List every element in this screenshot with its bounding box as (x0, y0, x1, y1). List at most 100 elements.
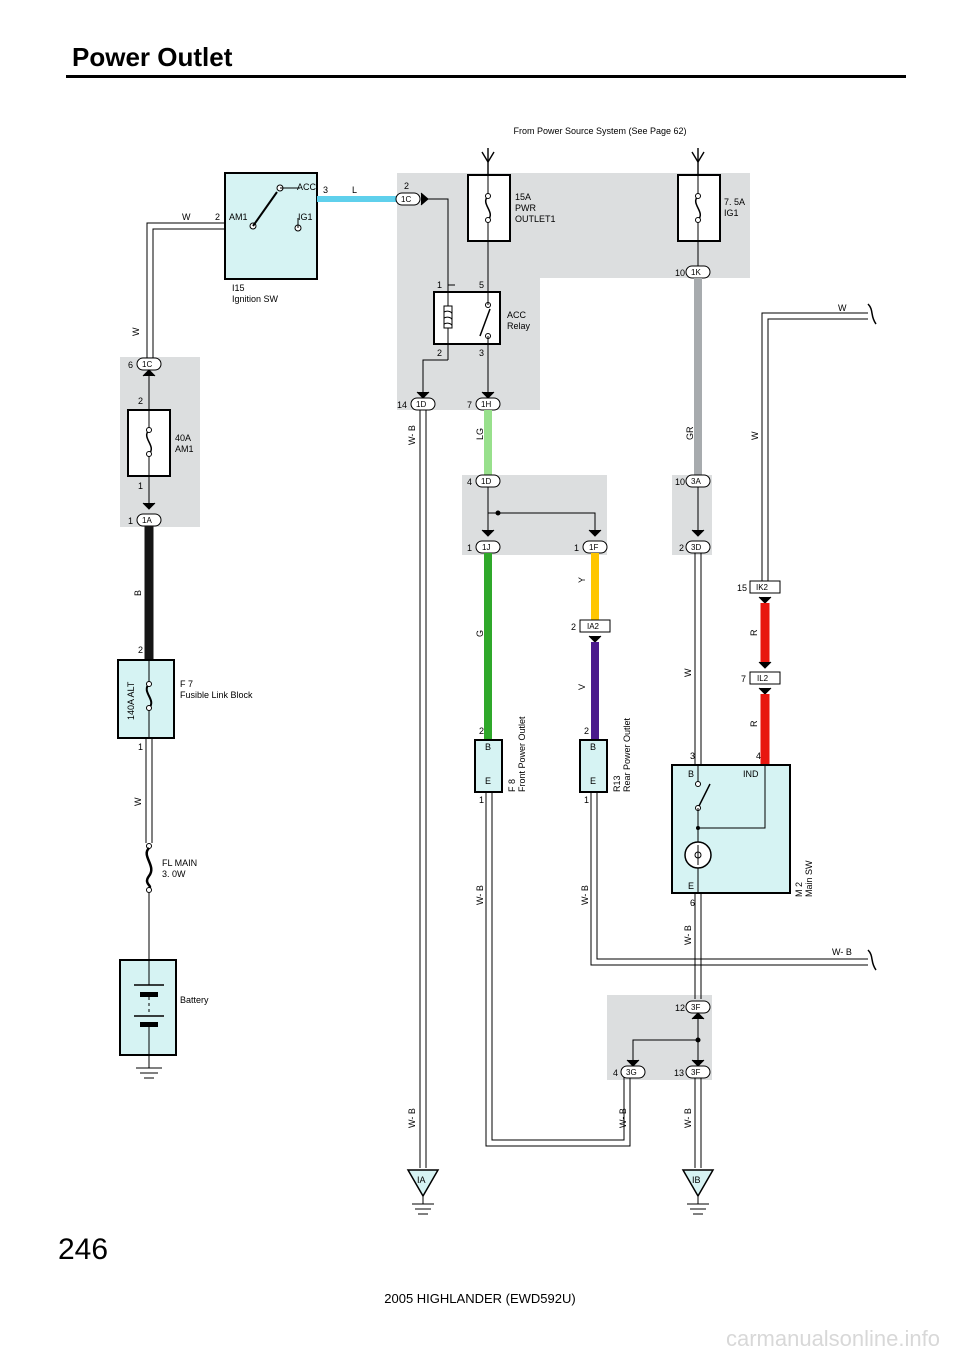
mainsw-pin4: 4 (756, 751, 761, 761)
wire-label-w-right: W (750, 431, 760, 440)
wire-label-w-3d: W (683, 668, 693, 677)
wire-label-gr: GR (685, 426, 695, 440)
fuse-ig1 (677, 174, 721, 242)
wire-label-b: B (133, 590, 143, 596)
conn-3g-code: 3G (626, 1068, 637, 1077)
arrow-1a (142, 502, 156, 510)
ground-ia (406, 1169, 440, 1215)
ign-ig1-label: IG1 (298, 212, 313, 222)
battery-label: Battery (180, 995, 209, 1005)
ignition-switch (224, 172, 318, 280)
footer-model-code: 2005 HIGHLANDER (EWD592U) (384, 1291, 576, 1306)
front-power-outlet (474, 739, 503, 793)
fuse-ig1-rating: 7. 5A (724, 197, 745, 207)
wire-label-r2: R (749, 720, 759, 727)
relay-pin1: 1 (437, 280, 442, 290)
connector-3f-12 (685, 1000, 711, 1020)
conn-3f-13-pin: 13 (674, 1068, 684, 1078)
acc-relay (422, 285, 501, 398)
conn-3a-code: 3A (691, 477, 701, 486)
main-switch (671, 764, 791, 894)
wire-label-w-far: W (838, 303, 847, 313)
watermark: carmanualsonline.info (725, 1326, 940, 1351)
ign-id: I15 (232, 283, 245, 293)
relay-name2: Relay (507, 321, 531, 331)
connector-1c-6 (136, 357, 162, 377)
rear-outlet-pin2: 2 (584, 726, 589, 736)
rear-power-outlet (579, 739, 608, 793)
wire-w-right (761, 312, 868, 583)
wire-break-w (867, 303, 877, 325)
ign-acc-label: ACC (297, 182, 317, 192)
wire-wb-ib (694, 1078, 702, 1168)
fuse-am1-rating: 40A (175, 433, 191, 443)
conn-3f-12-code: 3F (691, 1003, 700, 1012)
wire-wb-rear (590, 792, 868, 966)
conn-1f-code: 1F (589, 543, 598, 552)
ign-am1-label: AM1 (229, 212, 248, 222)
connector-3f-13 (685, 1065, 711, 1079)
relay-name1: ACC (507, 310, 527, 320)
conn-1h-code: 1H (481, 400, 491, 409)
wire-label-wb-1d: W- B (407, 425, 417, 445)
fuse-am1 (127, 409, 171, 477)
fuse-ig1-name: IG1 (724, 208, 739, 218)
wire-label-l: L (352, 185, 357, 195)
conn-ia2-code: IA2 (587, 622, 600, 631)
fuse-pwr-rating: 15A (515, 192, 531, 202)
wire-1c-relay (428, 198, 455, 286)
conn-1d-4-pin: 4 (467, 477, 472, 487)
wire-label-wb-ia: W- B (407, 1108, 417, 1128)
ign-pin3: 3 (323, 185, 328, 195)
conn-3d-code: 3D (691, 543, 701, 552)
fl-block-name: Fusible Link Block (180, 690, 253, 700)
conn-1c-code: 1C (401, 195, 411, 204)
fl-block-rating: 140A ALT (126, 681, 136, 720)
page-number: 246 (58, 1233, 109, 1266)
conn-1f-pin: 1 (574, 543, 579, 553)
rear-outlet-id: R13 (612, 775, 622, 792)
wire-label-y: Y (577, 577, 587, 583)
wire-wb-front (485, 792, 631, 1147)
fusible-link-block (117, 659, 175, 739)
conn-ik2-code: IK2 (756, 583, 769, 592)
rear-outlet-pin-b: B (590, 742, 596, 752)
wire-break-wb (867, 949, 877, 971)
ground-ia-label: IA (417, 1175, 426, 1185)
front-outlet-name: Front Power Outlet (517, 716, 527, 792)
relay-pin3: 3 (479, 348, 484, 358)
fuse-pwr-name2: OUTLET1 (515, 214, 556, 224)
wire-label-wb-mainsw: W- B (683, 925, 693, 945)
conn-1a-pin: 1 (128, 516, 133, 526)
fuse-am1-name: AM1 (175, 444, 194, 454)
conn-3a-pin: 10 (675, 477, 685, 487)
fuse-am1-pin2: 2 (138, 396, 143, 406)
conn-il2-code: IL2 (757, 674, 769, 683)
conn-3g-pin: 4 (613, 1068, 618, 1078)
mainsw-pin-b: B (688, 769, 694, 779)
fuse-pwr-outlet (467, 174, 511, 242)
relay-pin5: 5 (479, 280, 484, 290)
wire-label-g: G (475, 630, 485, 637)
fuse-pwr-name1: PWR (515, 203, 536, 213)
connector-il2 (749, 661, 781, 695)
conn-1c-pin: 2 (404, 181, 409, 191)
front-outlet-pin-e: E (485, 776, 491, 786)
conn-1k-pin: 10 (675, 268, 685, 278)
ign-name: Ignition SW (232, 294, 279, 304)
wire-label-wb-front: W- B (475, 885, 485, 905)
conn-1d-14-code: 1D (416, 400, 426, 409)
fl-block-pin1: 1 (138, 742, 143, 752)
conn-3f-12-pin: 12 (675, 1003, 685, 1013)
connector-1h (475, 391, 501, 411)
front-outlet-pin-b: B (485, 742, 491, 752)
conn-1j-code: 1J (482, 543, 490, 552)
conn-1d-14-pin: 14 (397, 400, 407, 410)
conn-3f-13-code: 3F (691, 1068, 700, 1077)
wire-w-3d (694, 553, 702, 765)
conn-1c-6-pin: 6 (128, 360, 133, 370)
fuse-am1-pin1: 1 (138, 481, 143, 491)
title-rule (66, 75, 906, 78)
mainsw-pin-ind: IND (743, 769, 759, 779)
